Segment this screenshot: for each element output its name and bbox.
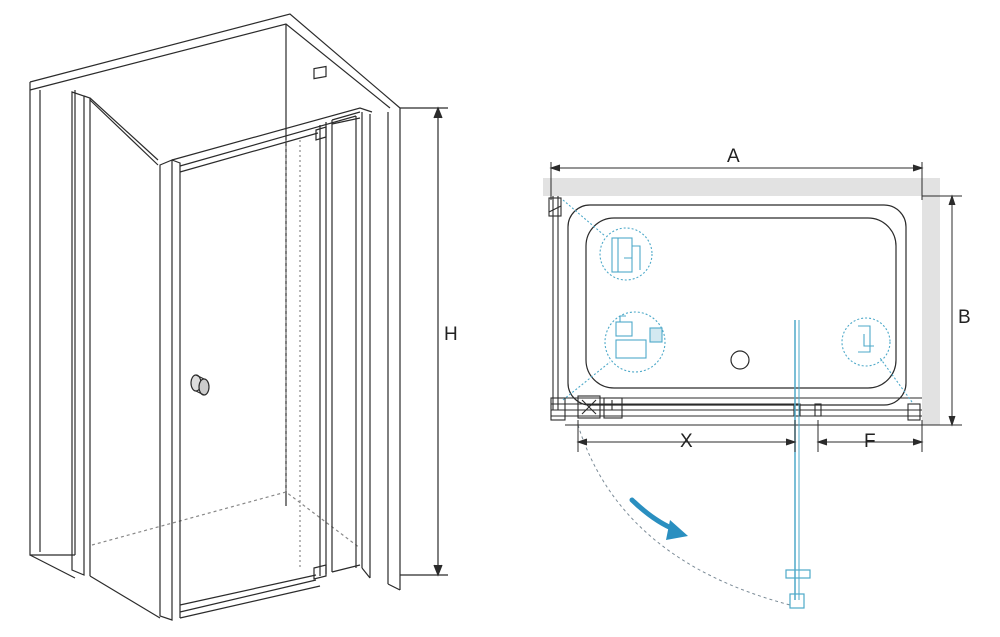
back-wall: [543, 178, 940, 196]
opening-dimension: [576, 420, 797, 452]
swing-arrow: [629, 497, 688, 540]
door-handle-plan: [785, 569, 811, 579]
open-door-panel: [785, 320, 811, 609]
door-swing-arc: [577, 424, 791, 606]
shower-tray: [567, 204, 907, 406]
height-dimension: [400, 106, 448, 577]
fixed-panel-label: F: [864, 431, 876, 452]
drain: [730, 350, 750, 370]
left-profile: [548, 196, 562, 410]
side-profile-detail: [562, 311, 666, 401]
door-handle: [190, 374, 210, 396]
front-panel-frame: [159, 107, 373, 621]
depth-label: B: [958, 307, 971, 328]
floor-guides: [91, 140, 361, 549]
door-hinge-plan: [789, 593, 805, 609]
top-hinge: [313, 65, 327, 141]
fixed-side-panel: [71, 91, 161, 619]
fixed-panel-dimension: [816, 420, 924, 452]
perspective-view: [29, 13, 448, 621]
plan-view: A B: [543, 146, 971, 609]
depth-dimension: [922, 194, 962, 427]
opening-label: X: [680, 431, 693, 452]
end-profile-detail: [841, 317, 913, 403]
hinge-detail: [606, 400, 618, 410]
wall-bracket-detail: [562, 199, 653, 281]
right-wall: [922, 178, 940, 425]
wall-outline: [29, 13, 401, 591]
width-dimension: [549, 162, 924, 200]
front-track: [550, 395, 922, 426]
width-label: A: [727, 146, 740, 167]
height-label: H: [444, 324, 458, 345]
pivot-door-panel: [319, 111, 371, 579]
bottom-hinge: [313, 564, 327, 580]
